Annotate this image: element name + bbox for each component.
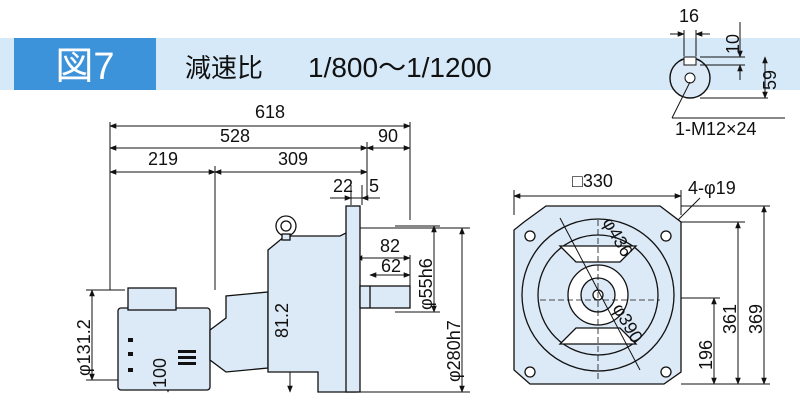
shaft-height-label: 59 — [760, 70, 780, 90]
eyebolt-icon — [275, 215, 297, 241]
motor-diameter-label: φ131.2 — [74, 319, 94, 376]
height-a-label: 196 — [696, 340, 716, 370]
reduction-label: 減速比 — [185, 53, 263, 83]
header-figure-box — [14, 38, 156, 90]
mount-hole-tl — [524, 230, 536, 242]
side-view-dimension-lines — [86, 122, 470, 393]
flange-b-label: 5 — [369, 176, 379, 196]
motor-height-label: 100 — [150, 358, 170, 388]
flange-rib-top — [558, 245, 638, 263]
shaft-length-a-label: 82 — [380, 236, 400, 256]
mount-hole-br — [660, 366, 672, 378]
length-c-label: 219 — [148, 149, 178, 169]
figure-label: 図7 — [55, 46, 114, 88]
flange-outer-circle — [521, 218, 675, 372]
motor-icon — [128, 338, 196, 372]
center-height-label: 81.2 — [272, 303, 292, 338]
height-b-label: 361 — [720, 304, 740, 334]
flange-front-view — [513, 205, 682, 385]
shaft-length-b-label: 62 — [381, 256, 401, 276]
shaft-keyway — [683, 56, 697, 66]
shaft-key-depth-label: 10 — [723, 34, 743, 54]
mount-hole-bl — [524, 366, 536, 378]
output-flange — [345, 205, 361, 393]
output-shaft — [359, 285, 411, 309]
adapter-housing — [209, 291, 269, 373]
height-c-label: 369 — [746, 304, 766, 334]
motor-terminal-box — [127, 287, 177, 311]
flange-a-label: 22 — [333, 176, 353, 196]
shaft-width-label: 16 — [679, 6, 699, 26]
length-d-label: 309 — [278, 149, 308, 169]
mount-holes-label: 4-φ19 — [688, 178, 736, 198]
reduction-range: 1/800～1/1200 — [308, 52, 492, 83]
length-b-label: 90 — [378, 126, 398, 146]
flange-rib-bottom — [558, 327, 638, 345]
flange-square-label: □330 — [572, 171, 613, 191]
shaft-end-detail — [669, 22, 785, 119]
shaft-tap-label: 1-M12×24 — [675, 119, 757, 139]
spigot-diameter-label: φ280h7 — [444, 320, 464, 382]
overall-length-label: 618 — [255, 102, 285, 122]
mount-hole-tr — [660, 230, 672, 242]
length-a-label: 528 — [220, 126, 250, 146]
shaft-tap-hole — [684, 72, 696, 84]
shaft-diameter-label: φ55h6 — [416, 258, 436, 310]
gearmotor-side-view — [117, 205, 411, 393]
figure-header: 図7 減速比 1/800～1/1200 — [0, 38, 800, 90]
